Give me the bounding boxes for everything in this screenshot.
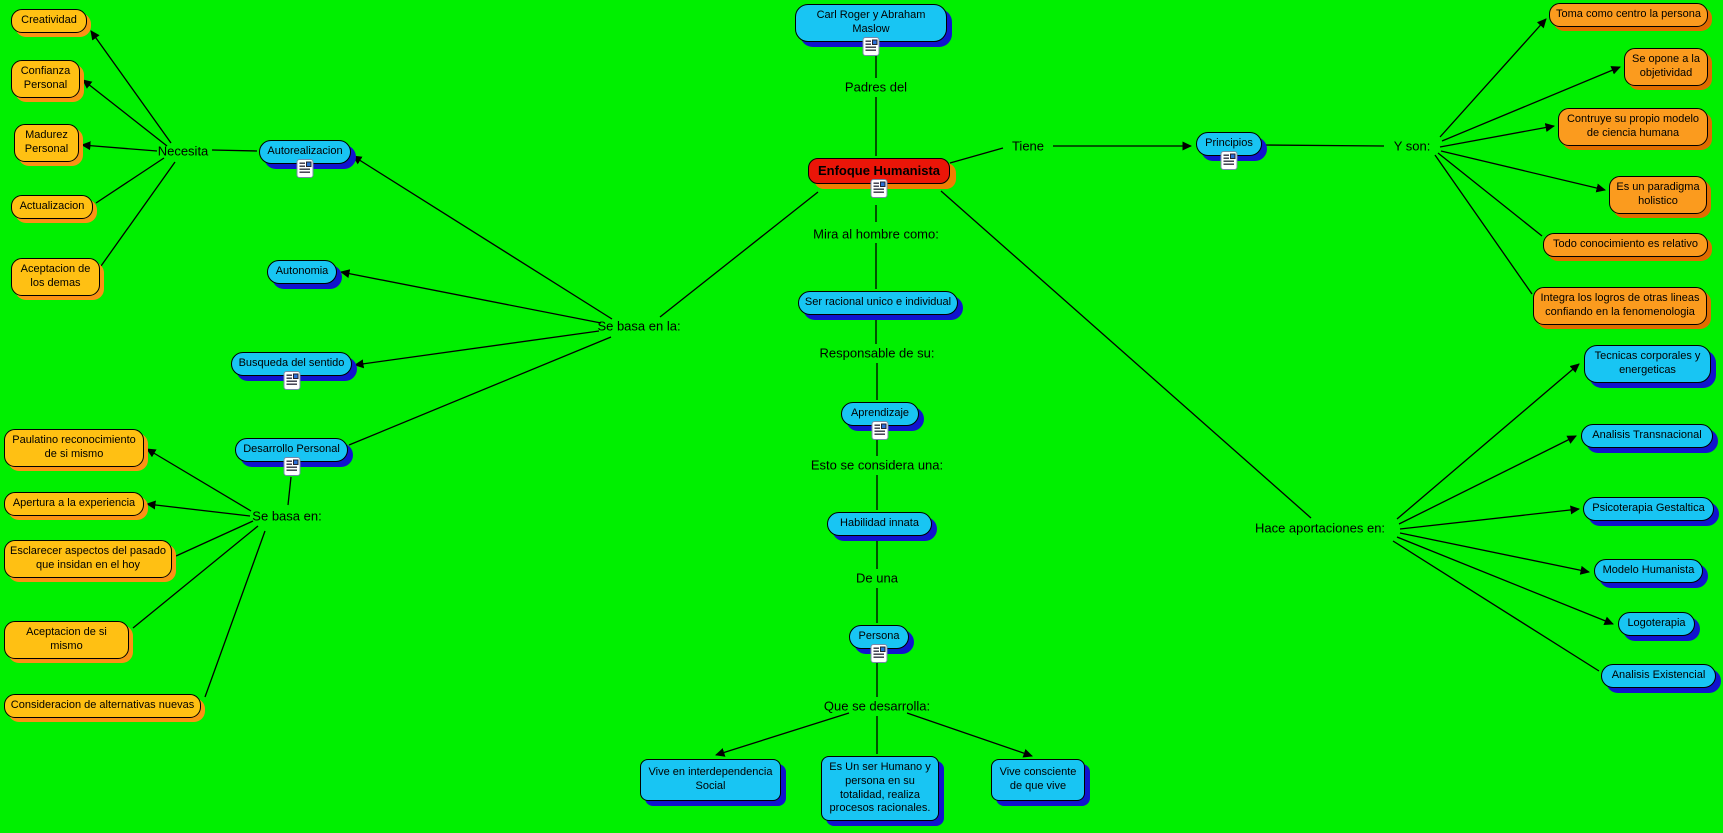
concept-analisis-transnacional[interactable]: Analisis Transnacional — [1581, 424, 1713, 448]
concept-habilidad-innata[interactable]: Habilidad innata — [827, 512, 932, 536]
link-label-necesita[interactable]: Necesita — [157, 143, 209, 159]
resource-icon[interactable] — [1220, 150, 1238, 170]
concept-madurez-personal[interactable]: Madurez Personal — [14, 124, 79, 162]
concept-label: Carl Roger y Abraham Maslow — [816, 9, 926, 35]
concept-autorealizacion[interactable]: Autorealizacion — [259, 140, 351, 178]
resource-icon[interactable] — [862, 36, 880, 56]
concept-ser-racional[interactable]: Ser racional unico e individual — [798, 291, 958, 315]
concept-carl-roger-abraham-maslow[interactable]: Carl Roger y Abraham Maslow — [795, 4, 947, 56]
concept-label: Enfoque Humanista — [817, 163, 941, 178]
link-label-padres-del[interactable]: Padres del — [844, 79, 908, 95]
concept-analisis-existencial[interactable]: Analisis Existencial — [1601, 664, 1716, 688]
concept-actualizacion[interactable]: Actualizacion — [11, 195, 93, 219]
concept-autonomia[interactable]: Autonomia — [267, 260, 337, 284]
concept-vive-consciente[interactable]: Vive consciente de que vive — [991, 759, 1085, 801]
concept-label: Autonomia — [275, 265, 329, 277]
concept-logoterapia[interactable]: Logoterapia — [1618, 612, 1695, 636]
link-label-y-son[interactable]: Y son: — [1393, 138, 1431, 154]
concept-label: Todo conocimiento es relativo — [1553, 238, 1698, 250]
concept-label: Confianza Personal — [20, 65, 71, 91]
concept-paradigma-holistico[interactable]: Es un paradigma holistico — [1609, 176, 1707, 214]
concept-label: Se opone a la objetividad — [1632, 53, 1700, 79]
concept-label: Integra los logros de otras lineas confi… — [1540, 292, 1700, 318]
concept-busqueda-sentido[interactable]: Busqueda del sentido — [231, 352, 352, 390]
concept-desarrollo-personal[interactable]: Desarrollo Personal — [235, 438, 348, 476]
concept-todo-conocimiento-relativo[interactable]: Todo conocimiento es relativo — [1543, 233, 1708, 257]
concept-vive-interdependencia[interactable]: Vive en interdependencia Social — [640, 759, 781, 801]
concept-label: Psicoterapia Gestaltica — [1592, 502, 1705, 514]
concept-label: Es un paradigma holistico — [1616, 181, 1700, 207]
concept-esclarecer-pasado[interactable]: Esclarecer aspectos del pasado que insid… — [4, 540, 172, 578]
concept-creatividad[interactable]: Creatividad — [11, 9, 87, 33]
concept-label: Desarrollo Personal — [243, 443, 340, 455]
link-label-responsable[interactable]: Responsable de su: — [819, 345, 935, 361]
concept-label: Actualizacion — [19, 200, 85, 212]
concept-label: Persona — [858, 630, 900, 642]
link-label-se-basa-en-la[interactable]: Se basa en la: — [597, 318, 681, 334]
concept-label: Logoterapia — [1627, 617, 1686, 629]
concept-label: Consideracion de alternativas nuevas — [10, 699, 195, 711]
concept-label: Autorealizacion — [267, 145, 343, 157]
concept-label: Habilidad innata — [840, 517, 919, 529]
concept-tecnicas-corporales[interactable]: Tecnicas corporales y energeticas — [1584, 345, 1711, 383]
resource-icon[interactable] — [283, 370, 300, 390]
concept-principios[interactable]: Principios — [1196, 132, 1262, 170]
concept-psicoterapia-gestaltica[interactable]: Psicoterapia Gestaltica — [1583, 497, 1714, 521]
resource-icon[interactable] — [871, 420, 889, 440]
concept-label: Creatividad — [21, 14, 77, 26]
concept-label: Tecnicas corporales y energeticas — [1594, 350, 1701, 376]
resource-icon[interactable] — [283, 456, 300, 476]
concept-label: Aceptacion de si mismo — [26, 626, 107, 652]
concept-aprendizaje[interactable]: Aprendizaje — [841, 402, 919, 440]
link-label-tiene[interactable]: Tiene — [1011, 138, 1045, 154]
concept-es-un-ser-humano[interactable]: Es Un ser Humano y persona en su totalid… — [821, 756, 939, 821]
concept-label: Analisis Transnacional — [1592, 429, 1702, 441]
concept-integra-logros[interactable]: Integra los logros de otras lineas confi… — [1533, 287, 1707, 325]
link-label-de-una[interactable]: De una — [856, 570, 898, 586]
concept-contruye-modelo[interactable]: Contruye su propio modelo de ciencia hum… — [1558, 108, 1708, 146]
concept-consideracion-alternativas[interactable]: Consideracion de alternativas nuevas — [4, 694, 201, 718]
concept-toma-como-centro[interactable]: Toma como centro la persona — [1549, 3, 1708, 27]
concept-label: Modelo Humanista — [1602, 564, 1695, 576]
concept-label: Analisis Existencial — [1611, 669, 1706, 681]
concept-label: Vive en interdependencia Social — [648, 766, 773, 792]
concept-persona[interactable]: Persona — [849, 625, 909, 663]
concept-label: Aprendizaje — [850, 407, 910, 419]
concept-aceptacion-si-mismo[interactable]: Aceptacion de si mismo — [4, 621, 129, 659]
link-label-esto-considera[interactable]: Esto se considera una: — [810, 457, 944, 473]
concept-apertura-experiencia[interactable]: Apertura a la experiencia — [4, 492, 144, 516]
concept-label: Aceptacion de los demas — [20, 263, 91, 289]
concept-se-opone-objetividad[interactable]: Se opone a la objetividad — [1624, 48, 1708, 86]
concept-label: Vive consciente de que vive — [999, 766, 1077, 792]
concept-label: Toma como centro la persona — [1556, 8, 1701, 20]
concept-label: Madurez Personal — [24, 129, 69, 155]
resource-icon[interactable] — [870, 179, 888, 199]
concept-label: Paulatino reconocimiento de si mismo — [12, 434, 136, 460]
concept-confianza-personal[interactable]: Confianza Personal — [11, 60, 80, 98]
concept-enfoque-humanista[interactable]: Enfoque Humanista — [808, 158, 950, 199]
concept-label: Esclarecer aspectos del pasado que insid… — [10, 545, 166, 571]
concept-label: Principios — [1205, 137, 1253, 149]
link-label-mira-al-hombre[interactable]: Mira al hombre como: — [813, 226, 939, 242]
resource-icon[interactable] — [870, 643, 888, 663]
concept-label: Es Un ser Humano y persona en su totalid… — [829, 761, 931, 815]
concept-label: Ser racional unico e individual — [804, 296, 952, 308]
concept-paulatino-reconocimiento[interactable]: Paulatino reconocimiento de si mismo — [4, 429, 144, 467]
concept-label: Contruye su propio modelo de ciencia hum… — [1566, 113, 1700, 139]
concept-label: Busqueda del sentido — [238, 357, 345, 369]
concept-modelo-humanista[interactable]: Modelo Humanista — [1594, 559, 1703, 583]
concept-label: Apertura a la experiencia — [12, 497, 136, 509]
link-label-hace-aportaciones[interactable]: Hace aportaciones en: — [1254, 520, 1386, 536]
resource-icon[interactable] — [296, 158, 314, 178]
link-label-que-se-desarrolla[interactable]: Que se desarrolla: — [823, 698, 931, 714]
link-label-se-basa-en[interactable]: Se basa en: — [252, 508, 322, 524]
concept-aceptacion-demas[interactable]: Aceptacion de los demas — [11, 258, 100, 296]
